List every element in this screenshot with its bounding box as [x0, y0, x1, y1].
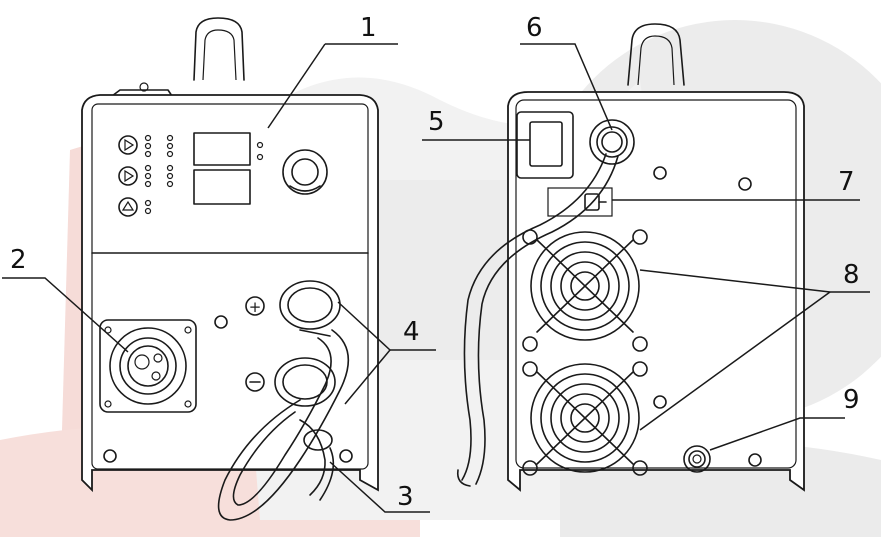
power-cable-gland [589, 119, 635, 165]
callout-4: 4 [403, 317, 420, 347]
jumper-cable [217, 329, 350, 521]
cooling-fan-lower [522, 361, 648, 476]
front-screw [214, 315, 228, 329]
plus-terminal-symbol: + [245, 296, 265, 316]
callout-numbers: 1 2 3 4 5 6 7 8 9 [10, 13, 860, 512]
leader-lines [2, 43, 870, 513]
callout-3: 3 [397, 482, 414, 512]
control-buttons [118, 135, 138, 217]
indicator-leds [144, 134, 264, 215]
front-latch [111, 89, 173, 97]
minus-terminal-symbol [245, 372, 265, 392]
power-cord [461, 153, 607, 481]
callout-6: 6 [526, 13, 543, 43]
output-terminals [274, 280, 341, 407]
callout-1: 1 [360, 13, 377, 43]
display-lower [193, 169, 251, 205]
callout-2: 2 [10, 245, 27, 275]
callout-7: 7 [838, 167, 855, 197]
gas-inlet [683, 445, 711, 473]
rear-body [507, 91, 805, 492]
cooling-fan-upper [522, 229, 648, 352]
power-switch [516, 111, 574, 179]
rating-label [547, 187, 613, 217]
rear-handle [627, 23, 685, 86]
euro-connector [99, 319, 197, 413]
callout-8: 8 [843, 260, 860, 290]
front-handle [193, 17, 245, 81]
display-upper [193, 132, 251, 166]
front-unit: + [81, 17, 379, 521]
callout-5: 5 [428, 107, 445, 137]
rear-unit [456, 23, 805, 492]
control-knob [282, 149, 328, 195]
callout-9: 9 [843, 385, 860, 415]
svg-text:+: + [249, 298, 262, 316]
